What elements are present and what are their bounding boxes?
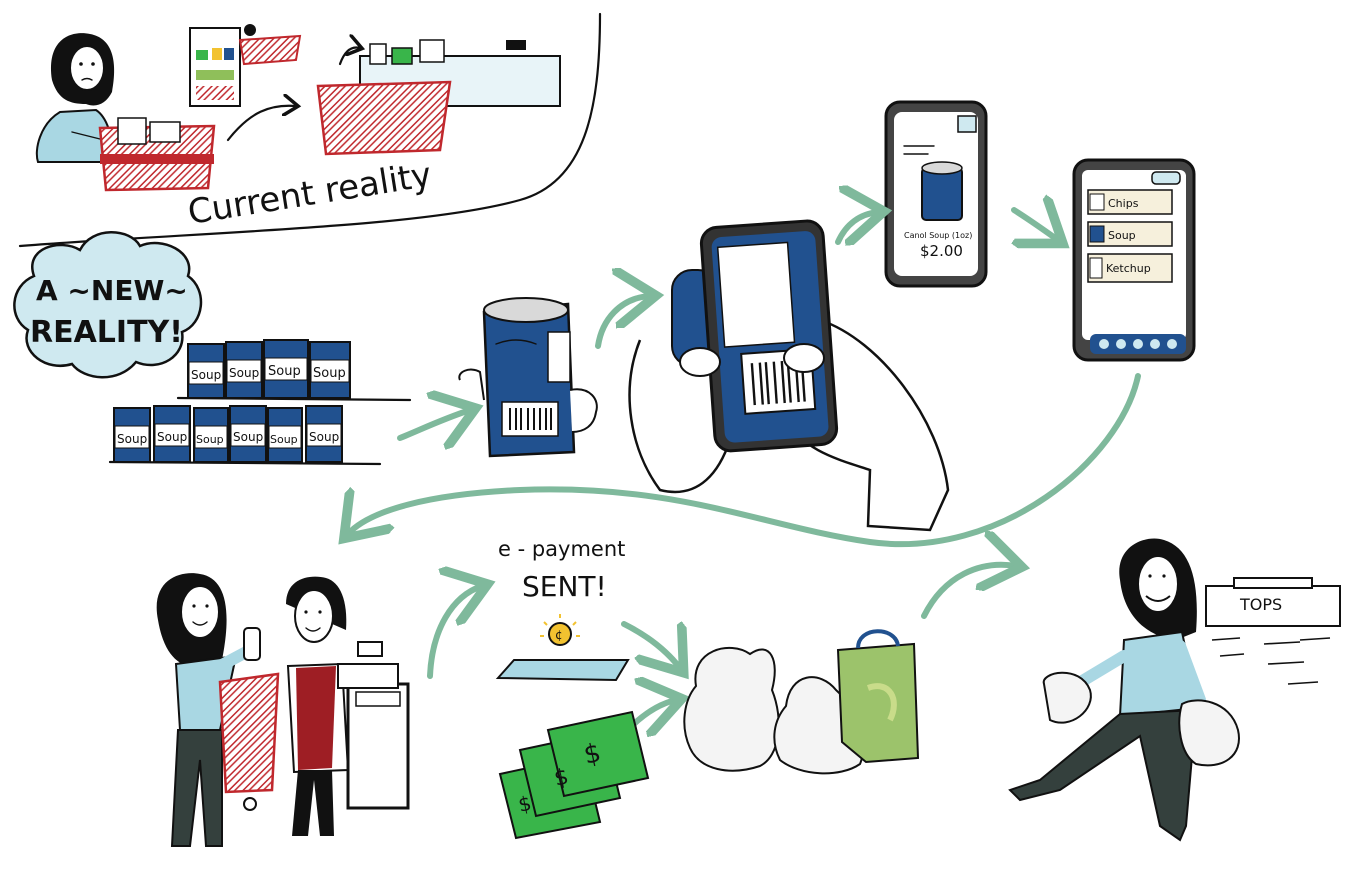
flow-arrows bbox=[348, 210, 1141, 739]
cashier bbox=[286, 576, 350, 836]
svg-text:$: $ bbox=[516, 791, 533, 817]
phone-shopping-list: Chips Soup Ketchup bbox=[1072, 158, 1196, 362]
new-reality-line2: REALITY! bbox=[30, 315, 183, 350]
store-sign: TOPS bbox=[1239, 595, 1282, 614]
list-item: Chips bbox=[1087, 189, 1173, 215]
checkout-register bbox=[337, 641, 410, 810]
list-item-label: Soup bbox=[1108, 229, 1136, 242]
soup-can: Soup bbox=[309, 341, 351, 399]
soup-can: Soup bbox=[229, 405, 267, 463]
store-building: TOPS bbox=[1205, 577, 1341, 685]
cash-bills-icon: $ $ $ bbox=[498, 710, 650, 840]
worried-shopper bbox=[35, 33, 115, 163]
soup-can-label: Soup bbox=[229, 366, 259, 380]
soup-can: Soup bbox=[187, 343, 225, 399]
soup-can: Soup bbox=[113, 407, 151, 463]
soup-can-row-bottom: Soup Soup Soup Soup Soup bbox=[113, 405, 343, 463]
product-price: $2.00 bbox=[920, 242, 963, 260]
soup-can-label: Soup bbox=[313, 366, 346, 381]
soup-can: Soup bbox=[225, 341, 263, 399]
soup-can-label: Soup bbox=[233, 430, 263, 444]
soup-can: Soup bbox=[263, 339, 309, 399]
soup-can: Soup bbox=[193, 407, 229, 463]
soup-can-label: Soup bbox=[191, 368, 221, 382]
svg-text:$: $ bbox=[552, 765, 571, 792]
list-item: Soup bbox=[1087, 221, 1173, 247]
soup-can: Soup bbox=[305, 405, 343, 463]
e-payment-label: e - payment bbox=[498, 537, 625, 561]
customer-paying-with-phone bbox=[156, 573, 280, 847]
shopping-cart-loaded bbox=[98, 117, 216, 192]
product-caption: Canol Soup (1oz) bbox=[904, 231, 972, 240]
soup-can-label: Soup bbox=[157, 430, 187, 444]
happy-shopper-leaving bbox=[1008, 538, 1240, 842]
soup-can-row-top: Soup Soup Soup Soup bbox=[187, 339, 351, 399]
soup-can-label: Soup bbox=[270, 433, 298, 446]
payment-terminal bbox=[495, 659, 630, 682]
arrow-current-step bbox=[226, 106, 296, 142]
soup-can-label: Soup bbox=[268, 364, 301, 379]
soup-can-label: Soup bbox=[196, 433, 224, 446]
soup-can-label: Soup bbox=[117, 432, 147, 446]
store-shelf bbox=[189, 24, 302, 107]
list-item: Ketchup bbox=[1087, 253, 1173, 283]
soup-shelf: Soup Soup Soup Soup Soup bbox=[108, 339, 412, 466]
coin-icon: ¢ bbox=[540, 614, 580, 646]
svg-text:¢: ¢ bbox=[555, 628, 563, 642]
hand-holding-can bbox=[458, 297, 598, 458]
divider-curve bbox=[18, 12, 602, 248]
checkout-conveyor bbox=[316, 40, 561, 156]
current-reality-panel: Current reality bbox=[18, 12, 602, 248]
list-item-label: Ketchup bbox=[1106, 262, 1151, 275]
new-reality-line1: A ~NEW~ bbox=[36, 274, 188, 307]
soup-can: Soup bbox=[267, 407, 303, 463]
new-reality-cloud: A ~NEW~ REALITY! bbox=[13, 231, 203, 379]
e-payment-section: e - payment SENT! ¢ bbox=[495, 537, 630, 682]
hands-scanning-phone bbox=[628, 219, 950, 532]
e-payment-sent-label: SENT! bbox=[522, 570, 607, 603]
soup-can-label: Soup bbox=[309, 430, 339, 444]
phone-product-detail: Canol Soup (1oz) $2.00 bbox=[884, 100, 988, 288]
soup-can: Soup bbox=[153, 405, 191, 463]
list-item-label: Chips bbox=[1108, 197, 1139, 210]
svg-text:$: $ bbox=[581, 738, 603, 771]
grocery-bags bbox=[683, 629, 920, 775]
barcode bbox=[509, 408, 552, 430]
